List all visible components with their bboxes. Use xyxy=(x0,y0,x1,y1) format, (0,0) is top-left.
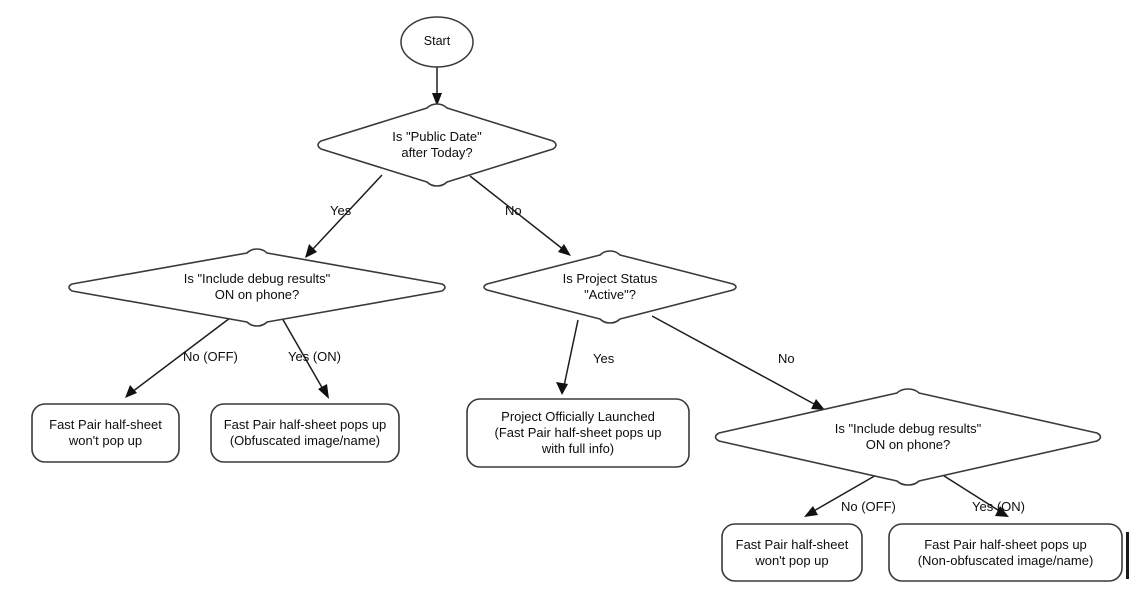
edge-debug-left-yes xyxy=(281,317,329,399)
node-decision-project-status[interactable] xyxy=(483,250,737,324)
edge-start-to-public-date xyxy=(432,67,442,106)
node-result-non-obfuscated[interactable] xyxy=(888,523,1123,582)
edge-debug-right-no xyxy=(804,473,879,517)
edge-project-status-no xyxy=(651,315,825,410)
node-decision-debug-right[interactable] xyxy=(714,388,1102,486)
node-result-launched[interactable] xyxy=(466,398,690,468)
edge-public-date-no xyxy=(469,175,571,256)
edge-debug-right-yes xyxy=(940,473,1009,517)
node-decision-debug-left[interactable] xyxy=(68,248,446,327)
node-result-no-popup-left[interactable] xyxy=(31,403,180,463)
edge-public-date-yes xyxy=(305,174,383,258)
node-result-no-popup-right[interactable] xyxy=(721,523,863,582)
node-result-obfuscated[interactable] xyxy=(210,403,400,463)
node-start[interactable] xyxy=(400,16,474,68)
edge-debug-left-no xyxy=(125,317,231,398)
page-edge-artifact xyxy=(1126,532,1129,579)
node-decision-public-date[interactable] xyxy=(317,103,557,187)
edge-project-status-yes xyxy=(556,319,579,395)
